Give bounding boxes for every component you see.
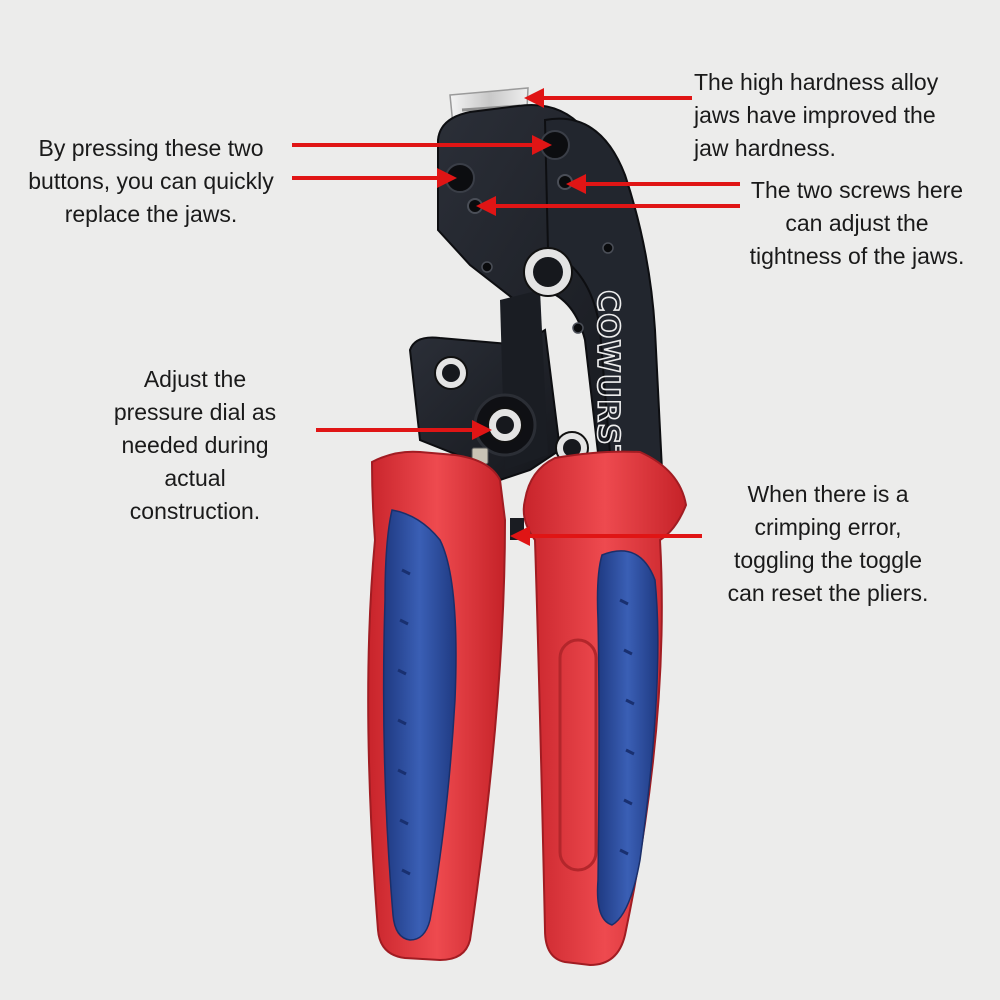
callout-toggle-line-2: crimping error, [754,514,902,540]
callout-dial-line-4: actual [164,465,226,491]
right-handle [510,450,688,967]
screw-right [557,174,573,190]
callout-toggle-line-4: can reset the pliers. [727,580,929,606]
screw-left [467,198,483,214]
callout-toggle-line-1: When there is a [747,481,909,507]
callout-dial-line-1: Adjust the [143,366,247,392]
callout-dial-line-2: pressure dial as [113,399,277,425]
callout-toggle: When there is a crimping error, toggling… [706,478,950,610]
callout-jaws: The high hardness alloy jaws have improv… [694,66,938,165]
callout-dial-line-5: construction. [129,498,261,524]
callout-dial: Adjust the pressure dial as needed durin… [100,363,290,528]
main-pivot [523,247,573,297]
callout-buttons-line-3: replace the jaws. [64,201,238,227]
callout-buttons: By pressing these two buttons, you can q… [14,132,288,231]
callout-toggle-line-3: toggling the toggle [734,547,922,573]
callout-arrows [292,88,740,546]
callout-screws-line-3: tightness of the jaws. [749,243,965,269]
callout-dial-line-3: needed during [121,432,269,458]
left-handle [367,450,507,962]
brand-logo: COWURST [590,290,625,467]
callout-jaws-line-1: The high hardness alloy [694,69,939,95]
callout-screws: The two screws here can adjust the tight… [738,174,976,273]
callout-buttons-line-2: buttons, you can quickly [28,168,274,194]
callout-jaws-line-3: jaw hardness. [694,135,836,161]
callout-screws-line-2: can adjust the [785,210,929,236]
callout-screws-line-1: The two screws here [750,177,964,203]
callout-jaws-line-2: jaws have improved the [694,102,936,128]
callout-buttons-line-1: By pressing these two [38,135,264,161]
